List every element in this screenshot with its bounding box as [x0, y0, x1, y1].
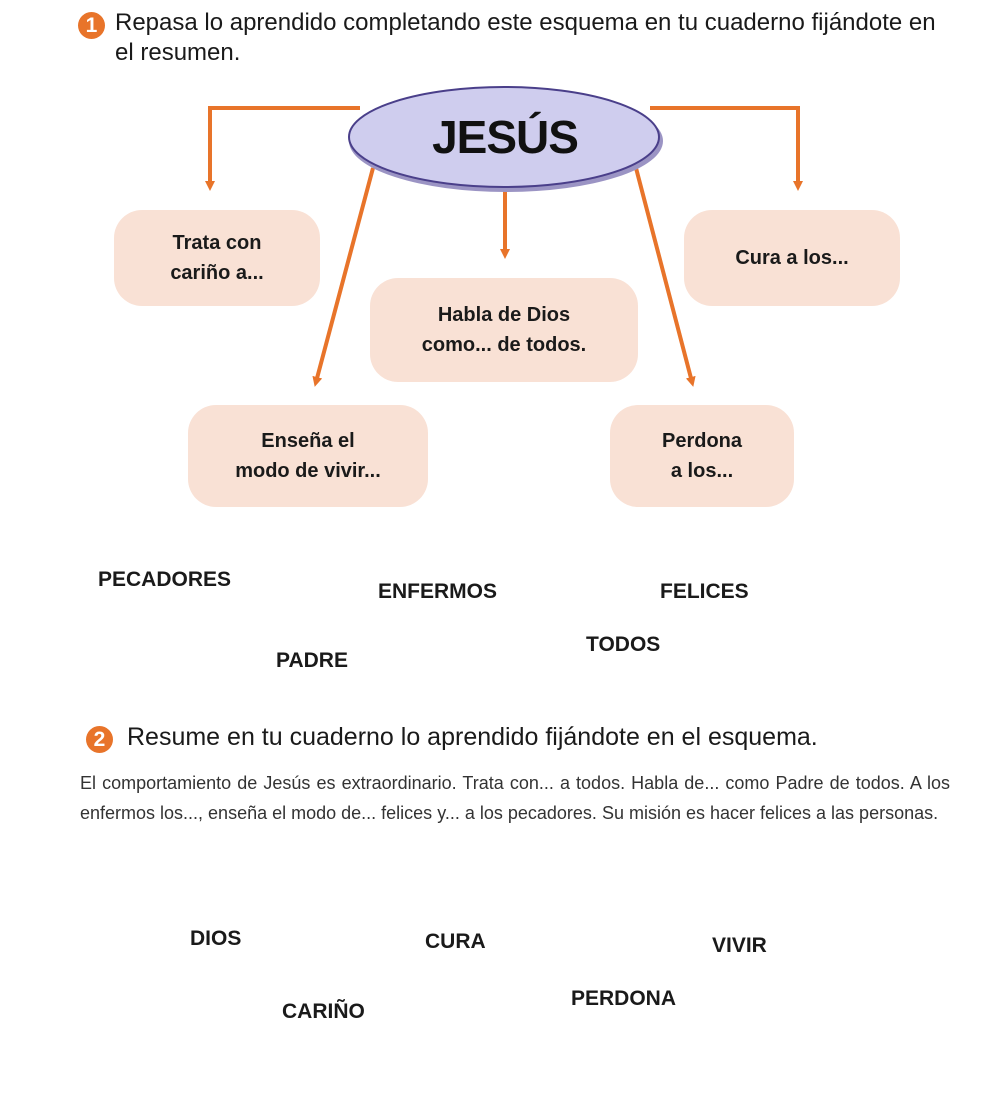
activity-2-instruction: Resume en tu cuaderno lo aprendido fiján…	[127, 723, 818, 751]
word-pecadores[interactable]: PECADORES	[98, 568, 232, 591]
box-perdona-label: Perdona a los...	[661, 430, 743, 482]
box-ensena-label: Enseña el modo de vivir...	[235, 430, 381, 482]
jesus-ellipse	[348, 86, 660, 188]
word-vivir[interactable]: VIVIR	[712, 934, 767, 957]
word-padre[interactable]: PADRE	[276, 649, 348, 672]
box-cura-label: Cura a los...	[735, 247, 849, 269]
arrow-to-ensena	[312, 167, 375, 387]
box-ensena: Enseña el modo de vivir...	[188, 405, 428, 507]
arrow-to-trata	[205, 106, 360, 191]
word-perdona[interactable]: PERDONA	[571, 987, 677, 1010]
concept-center-label: JESÚS	[432, 111, 579, 163]
arrow-to-cura	[650, 106, 803, 191]
concept-map-connectors	[205, 86, 803, 387]
summary-paragraph: El comportamiento de Jesús es extraordin…	[80, 773, 950, 823]
activity-2-number-badge: 2	[86, 726, 113, 753]
arrow-to-perdona	[634, 167, 696, 387]
activity-1-instruction: Repasa lo aprendido completando este esq…	[115, 9, 936, 66]
activity-2-heading: 2 Resume en tu cuaderno lo aprendido fij…	[78, 722, 958, 753]
box-trata: Trata con cariño a...	[114, 210, 320, 306]
word-felices[interactable]: FELICES	[660, 580, 749, 603]
box-habla: Habla de Dios como... de todos.	[370, 278, 638, 382]
word-enfermos[interactable]: ENFERMOS	[378, 580, 498, 603]
activity-1-heading: 1 Repasa lo aprendido completando este e…	[78, 8, 958, 68]
word-carino[interactable]: CARIÑO	[282, 1000, 365, 1023]
word-dios[interactable]: DIOS	[190, 927, 242, 950]
box-habla-label: Habla de Dios como... de todos.	[421, 304, 587, 356]
box-trata-label: Trata con cariño a...	[170, 232, 264, 284]
activity-1-number-badge: 1	[78, 12, 105, 39]
word-cura[interactable]: CURA	[425, 930, 486, 953]
box-perdona: Perdona a los...	[610, 405, 794, 507]
word-todos[interactable]: TODOS	[586, 633, 661, 656]
box-cura: Cura a los...	[684, 210, 900, 306]
